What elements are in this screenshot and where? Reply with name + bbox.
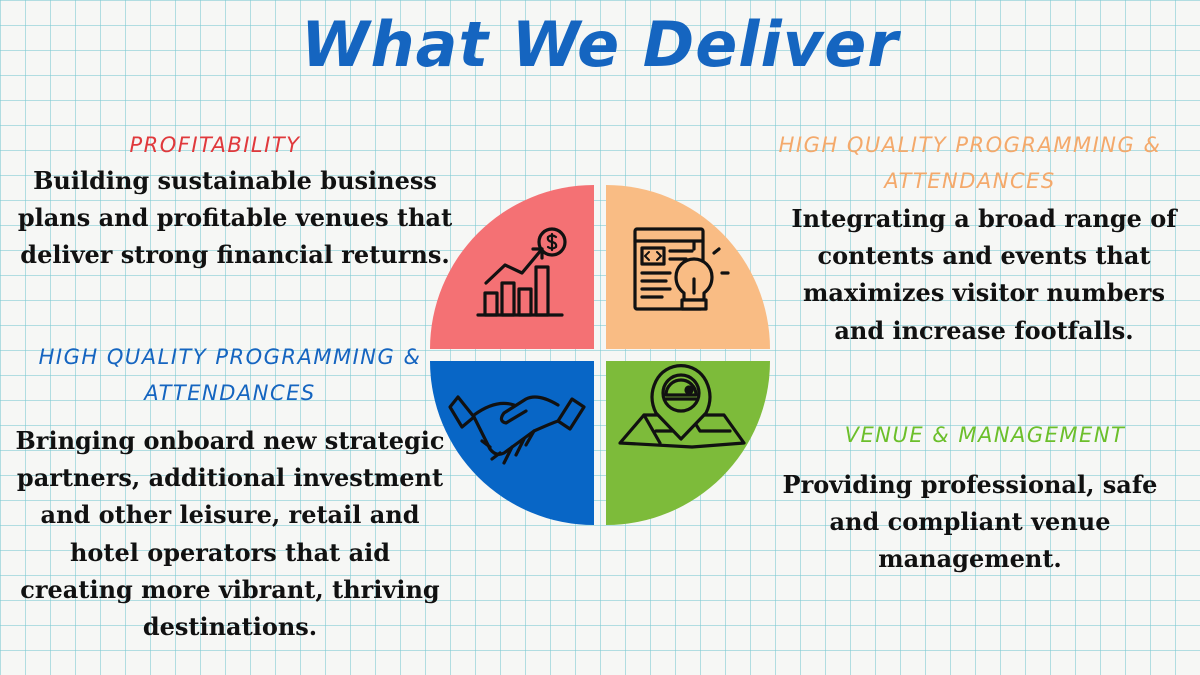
- page-title: What We Deliver: [301, 8, 899, 81]
- venue-text: Providing professional, safe and complia…: [782, 470, 1158, 574]
- delivery-diagram: [430, 185, 770, 525]
- programming-text-right: Integrating a broad range of contents an…: [791, 204, 1177, 345]
- code-bulb-icon: [633, 227, 730, 311]
- venue-petal: [606, 361, 770, 525]
- programming-heading-right: High Quality Programming & Attendances: [778, 133, 1162, 193]
- handshake-icon: [448, 395, 586, 465]
- partners-text: Bringing onboard new strategic partners,…: [15, 426, 445, 641]
- venue-heading: Venue & Management: [844, 423, 1126, 447]
- profitability-text: Building sustainable business plans and …: [17, 166, 453, 270]
- partners-petal: [430, 361, 594, 525]
- programming-heading-left: High Quality Programming & Attendances: [38, 345, 422, 405]
- location-map-icon: [618, 364, 746, 449]
- growth-chart-icon: [476, 227, 567, 317]
- profitability-heading: Profitability: [129, 133, 301, 157]
